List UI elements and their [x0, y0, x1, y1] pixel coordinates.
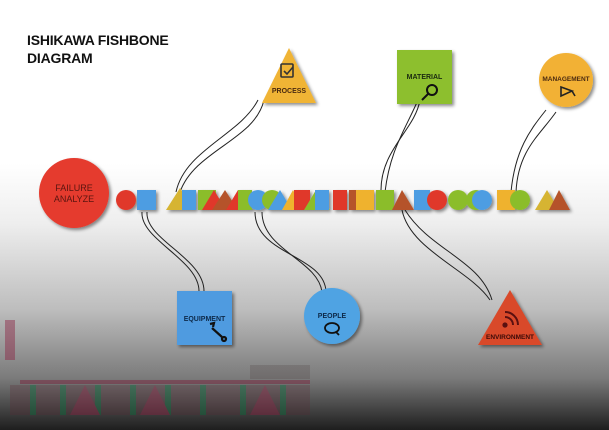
management-label: MANAGEMENT [542, 76, 590, 83]
bone-process [175, 99, 259, 193]
node-process[interactable] [262, 48, 316, 103]
head-label-line-2: ANALYZE [53, 194, 95, 204]
magnifier-icon [421, 84, 438, 101]
process-label: PROCESS [271, 88, 307, 95]
node-management[interactable] [539, 53, 593, 107]
material-label: MATERIAL [406, 74, 443, 81]
spine [116, 188, 570, 210]
bone-connectors [141, 99, 557, 301]
head-failure-analyze[interactable] [39, 158, 109, 228]
bone-equipment [141, 211, 200, 293]
head-label-line-1: FAILURE [55, 183, 93, 193]
node-material[interactable] [397, 50, 452, 104]
megaphone-icon [560, 85, 576, 98]
head-label: FAILURE ANALYZE [39, 183, 109, 205]
rss-icon [502, 311, 519, 328]
reflection-artifact [5, 320, 310, 415]
people-label: PEOPLE [317, 313, 347, 320]
bone-environment [401, 209, 491, 301]
equipment-label: EQUIPMENT [183, 316, 226, 323]
clipboard-check-icon [280, 63, 294, 78]
chat-bubble-icon [324, 322, 340, 336]
title-line-2: DIAGRAM [27, 50, 93, 66]
diagram-title: ISHIKAWA FISHBONE DIAGRAM [27, 31, 169, 67]
node-equipment[interactable] [177, 291, 232, 345]
bone-management [510, 109, 547, 193]
environment-label: ENVIRONMENT [485, 334, 535, 341]
title-line-1: ISHIKAWA FISHBONE [27, 32, 169, 48]
node-people[interactable] [304, 288, 360, 344]
wrench-icon [209, 321, 228, 343]
bone-people [254, 211, 327, 293]
